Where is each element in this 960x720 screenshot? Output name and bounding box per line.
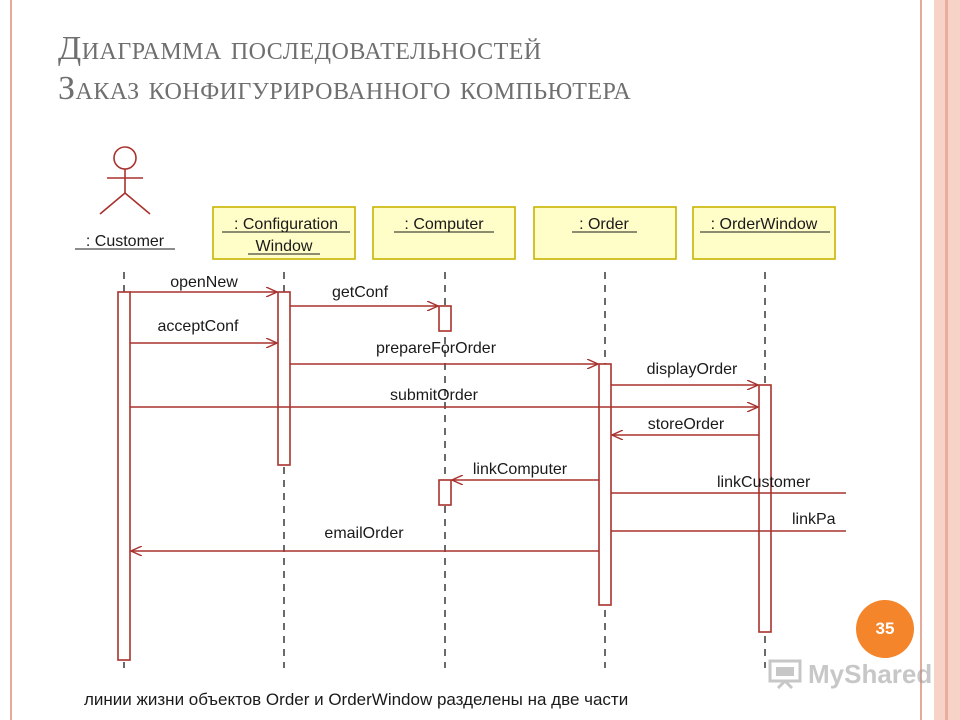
slide-title-line-1: Диаграмма последовательностей	[58, 30, 542, 67]
slide-border-right	[920, 0, 922, 720]
object-label-line2: Window	[256, 238, 313, 255]
activation-customer	[117, 291, 131, 661]
message-label-linkpa: linkPa	[792, 511, 836, 528]
object-order: : Order	[533, 206, 677, 260]
actor-label: : Customer	[86, 233, 165, 250]
slide-caption: линии жизни объектов Order и OrderWindow…	[84, 690, 629, 709]
projector-screen-icon	[768, 659, 802, 689]
actor-icon	[99, 146, 151, 215]
watermark: MyShared	[768, 656, 932, 692]
slide-title-line-2: Заказ конфигурированного компьютера	[58, 70, 632, 107]
activation-computer-1	[438, 305, 452, 332]
slide-border-right-outer	[945, 0, 948, 720]
message-label-linkcustomer: linkCustomer	[717, 474, 811, 491]
slide-border-left	[10, 0, 12, 720]
message-label-acceptconf: acceptConf	[158, 318, 239, 335]
activation-computer-2	[438, 479, 452, 506]
activation-orderwindow	[758, 384, 772, 633]
message-label-storeorder: storeOrder	[648, 416, 725, 433]
object-label-line1: : Configuration	[234, 216, 338, 233]
message-label-displayorder: displayOrder	[647, 361, 738, 378]
watermark-text: MyShared	[808, 658, 933, 689]
object-computer: : Computer	[372, 206, 516, 260]
message-label-emailorder: emailOrder	[324, 525, 404, 542]
message-label-linkcomputer: linkComputer	[473, 461, 568, 478]
object-orderwindow: : OrderWindow	[692, 206, 836, 260]
activation-configuration-window	[277, 291, 291, 466]
object-label-line1: : Order	[579, 216, 629, 233]
object-label-line1: : OrderWindow	[711, 216, 818, 233]
activation-order	[598, 363, 612, 606]
object-configuration-window: : Configuration Window	[212, 206, 356, 260]
object-label-line1: : Computer	[404, 216, 484, 233]
message-label-getconf: getConf	[332, 284, 389, 301]
message-label-submitorder: submitOrder	[390, 387, 479, 404]
message-label-preparefororder: prepareForOrder	[376, 340, 497, 357]
message-label-opennew: openNew	[170, 274, 238, 291]
page-number-badge: 35	[856, 600, 914, 658]
